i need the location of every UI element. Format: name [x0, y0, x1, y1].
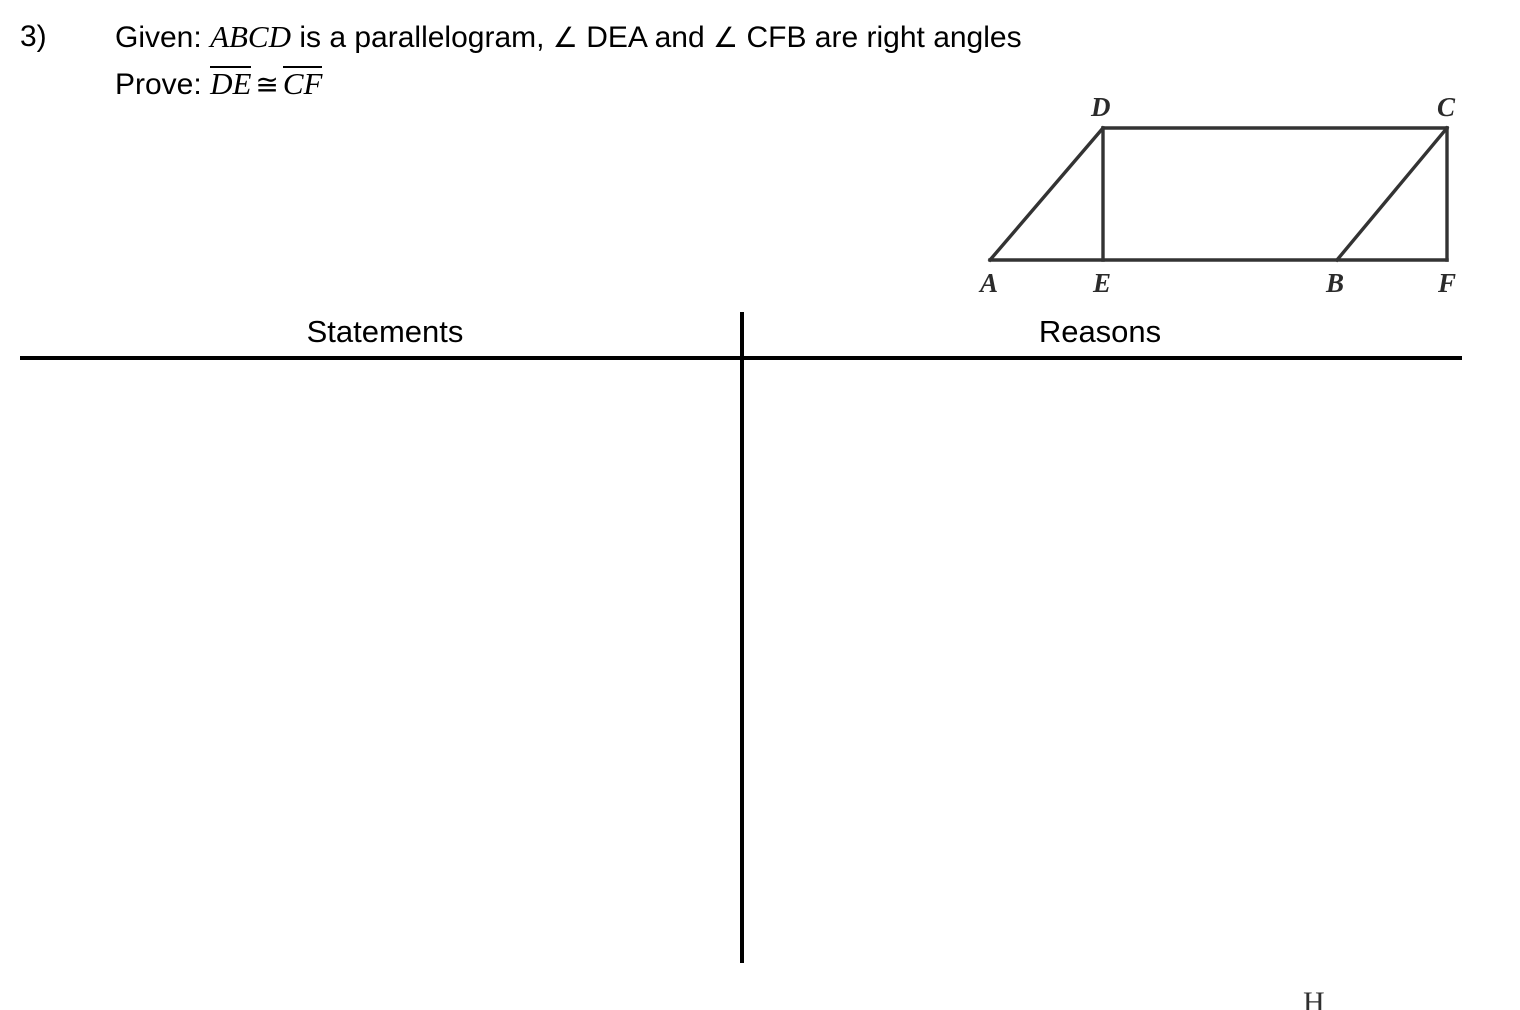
congruent-icon: ≅: [255, 68, 279, 101]
given-text-3: are right angles: [806, 21, 1022, 54]
prove-line: Prove: DE≅CF: [115, 66, 323, 104]
given-angle-2: CFB: [738, 21, 807, 54]
given-text-1: is a parallelogram,: [291, 21, 553, 54]
segment-de: DE: [210, 66, 252, 101]
figure-svg: [987, 125, 1450, 263]
vertex-label-f: F: [1438, 268, 1457, 298]
edge-bc-side: [1334, 125, 1450, 263]
reasons-answer-area[interactable]: [746, 360, 1460, 963]
prove-label: Prove:: [115, 68, 202, 101]
table-column-divider: [740, 312, 744, 963]
given-label: Given:: [115, 21, 202, 54]
edge-ad-side: [987, 125, 1106, 263]
reasons-column-header: Reasons: [1038, 314, 1162, 349]
angle-icon-cfb: ∠: [713, 21, 739, 54]
two-column-proof-table: Statements Reasons: [0, 300, 1520, 980]
given-angle-1: DEA: [577, 21, 647, 54]
vertex-label-e: E: [1093, 268, 1112, 298]
vertex-label-d: D: [1091, 92, 1111, 122]
angle-icon-dea: ∠: [552, 21, 578, 54]
geometry-figure: D C A E B F: [950, 80, 1490, 305]
given-subject: ABCD: [210, 19, 291, 54]
problem-number: 3): [20, 20, 47, 53]
statements-answer-area[interactable]: [22, 360, 738, 963]
given-text-2: and: [646, 21, 714, 54]
clipped-page-glyph: H: [1303, 988, 1325, 1010]
segment-cf: CF: [282, 66, 323, 101]
statements-column-header: Statements: [306, 314, 464, 349]
vertex-label-b: B: [1326, 268, 1345, 298]
vertex-label-c: C: [1437, 92, 1456, 122]
given-line: Given: ABCD is a parallelogram, ∠ DEA an…: [115, 18, 1022, 57]
vertex-label-a: A: [980, 268, 999, 298]
